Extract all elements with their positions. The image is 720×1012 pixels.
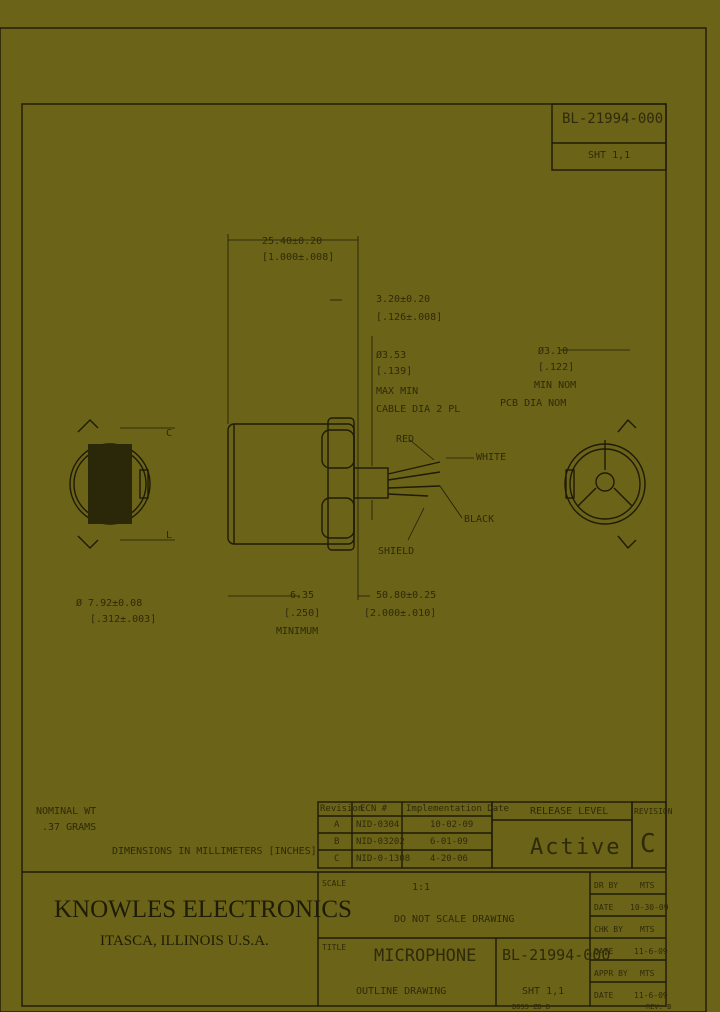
dim-body-dia-in: [.312±.003] <box>90 614 157 625</box>
rev-row-3-ecn: NID-0-1308 <box>356 854 411 864</box>
label-red: RED <box>396 434 415 445</box>
note-nominal-wt: NOMINAL WT <box>36 806 97 817</box>
scale-value: 1:1 <box>412 882 431 893</box>
doc-number: BL-21994-000 <box>502 946 611 964</box>
sheet-top: SHT 1,1 <box>588 150 631 161</box>
dim-right-dia-in: [.122] <box>538 362 575 373</box>
signoff-2-label: DATE <box>594 903 614 912</box>
dim-lead-in: [.250] <box>284 608 321 619</box>
dim-wire-note-1: MAX MIN <box>376 386 419 397</box>
note-weight: .37 GRAMS <box>42 822 97 833</box>
rev-row-1-rev: A <box>334 820 340 830</box>
dim-wire-dia-mm: Ø3.53 <box>376 350 407 361</box>
signoff-1-value: MTS <box>640 881 655 890</box>
rev-row-3-date: 4-20-06 <box>430 854 468 864</box>
revision-value: C <box>640 829 656 859</box>
dim-lead-mm: 6.35 <box>290 590 315 601</box>
doc-number-top: BL-21994-000 <box>562 111 664 127</box>
title: MICROPHONE <box>374 946 477 966</box>
revision-table-lines <box>317 801 667 869</box>
dim-wire-note-2: CABLE DIA 2 PL <box>376 404 461 415</box>
signoff-6-label: DATE <box>594 991 614 1000</box>
note-dimensions: DIMENSIONS IN MILLIMETERS [INCHES] <box>112 846 317 857</box>
signoff-1-label: DR BY <box>594 881 619 890</box>
subtitle: OUTLINE DRAWING <box>356 986 447 997</box>
dim-lead-note: MINIMUM <box>276 626 319 637</box>
rev-header-date: Implementation Date <box>406 804 509 814</box>
company-location: ITASCA, ILLINOIS U.S.A. <box>100 933 269 949</box>
rev-row-1-date: 10-02-09 <box>430 820 474 830</box>
dim-offset-in: [.126±.008] <box>376 312 443 323</box>
dim-body-dia-mm: Ø 7.92±0.08 <box>76 598 143 609</box>
signoff-6-value: 11-6-09 <box>634 991 668 1000</box>
dim-wire-dia-in: [.139] <box>376 366 413 377</box>
footer-right: REV. B <box>646 1003 672 1011</box>
mic-side-view <box>227 236 441 600</box>
rev-header-revision: Revision <box>320 804 364 814</box>
scale-label: SCALE <box>322 879 347 888</box>
signoff-3-label: CHK BY <box>594 925 623 934</box>
rev-row-2-rev: B <box>334 837 340 847</box>
dim-offset-mm: 3.20±0.20 <box>376 294 431 305</box>
label-black: BLACK <box>464 514 495 525</box>
signoff-4-value: 11-6-09 <box>634 947 668 956</box>
company-name: KNOWLES ELECTRONICS <box>54 896 352 923</box>
sheet-border <box>0 27 707 1012</box>
dim-right-note-1: MIN NOM <box>534 380 577 391</box>
label-white: WHITE <box>476 452 507 463</box>
rev-row-2-date: 6-01-09 <box>430 837 468 847</box>
title-label: TITLE <box>322 943 347 952</box>
signoff-5-value: MTS <box>640 969 655 978</box>
rev-header-ecn: ECN # <box>360 804 388 814</box>
rev-row-2-ecn: NID-03202 <box>356 837 405 847</box>
center-mark-1: C <box>166 428 173 439</box>
release-label: RELEASE LEVEL <box>530 806 609 817</box>
footer-left: BOSS ZB B <box>512 1003 550 1011</box>
signoff-4-label: DATE <box>594 947 614 956</box>
dim-right-note-2: PCB DIA NOM <box>500 398 567 409</box>
dim-length-in: [2.000±.010] <box>364 608 437 619</box>
rev-row-3-rev: C <box>334 854 340 864</box>
do-not-scale: DO NOT SCALE DRAWING <box>394 914 515 925</box>
mic-rear-view <box>560 349 646 550</box>
dim-length-mm: 50.80±0.25 <box>376 590 437 601</box>
revision-label: REVISION <box>634 807 673 816</box>
rev-row-1-ecn: NID-0304 <box>356 820 400 830</box>
dim-right-dia-mm: Ø3.10 <box>538 346 569 357</box>
dim-top-width-mm: 25.40±0.20 <box>262 236 323 247</box>
signoff-3-value: MTS <box>640 925 655 934</box>
release-value: Active <box>530 835 622 860</box>
center-mark-2: L <box>166 530 173 541</box>
label-shield: SHIELD <box>378 546 415 557</box>
mic-front-view <box>69 419 175 549</box>
signoff-5-label: APPR BY <box>594 969 628 978</box>
inner-frame <box>21 103 667 1007</box>
doc-number-box <box>551 103 667 171</box>
signoff-2-value: 10-30-09 <box>630 903 669 912</box>
sheet-number: SHT 1,1 <box>522 986 565 997</box>
dim-top-width-in: [1.000±.008] <box>262 252 335 263</box>
